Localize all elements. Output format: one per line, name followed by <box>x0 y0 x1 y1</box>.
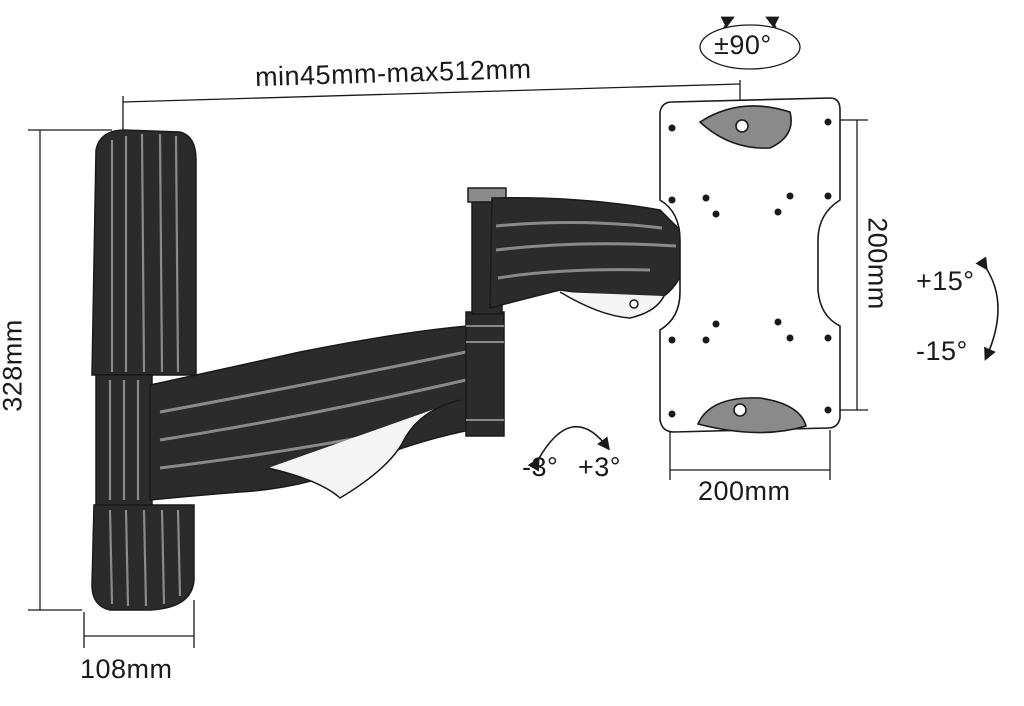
tilt-arc <box>975 256 999 361</box>
dimension-lines <box>28 80 868 648</box>
depth-label: 108mm <box>80 654 173 684</box>
rotation-ellipse <box>699 24 801 70</box>
vesa-holes <box>668 118 832 418</box>
adjustment-arrows <box>527 16 999 472</box>
upper-arm <box>489 197 691 319</box>
vesa-width-label: 200mm <box>698 476 791 506</box>
lower-arm <box>149 325 471 501</box>
vesa-height-label: 200mm <box>862 217 893 310</box>
wall-plate <box>91 129 197 611</box>
swivel-right-label: +3° <box>578 452 622 482</box>
vesa-plate <box>659 97 841 434</box>
rotation-label: ±90° <box>714 30 772 60</box>
height-label: 328mm <box>0 319 28 412</box>
tilt-down-label: -15° <box>916 336 968 366</box>
swivel-arc <box>527 425 610 472</box>
swivel-left-label: -3° <box>522 452 559 482</box>
tilt-up-label: +15° <box>916 266 975 296</box>
